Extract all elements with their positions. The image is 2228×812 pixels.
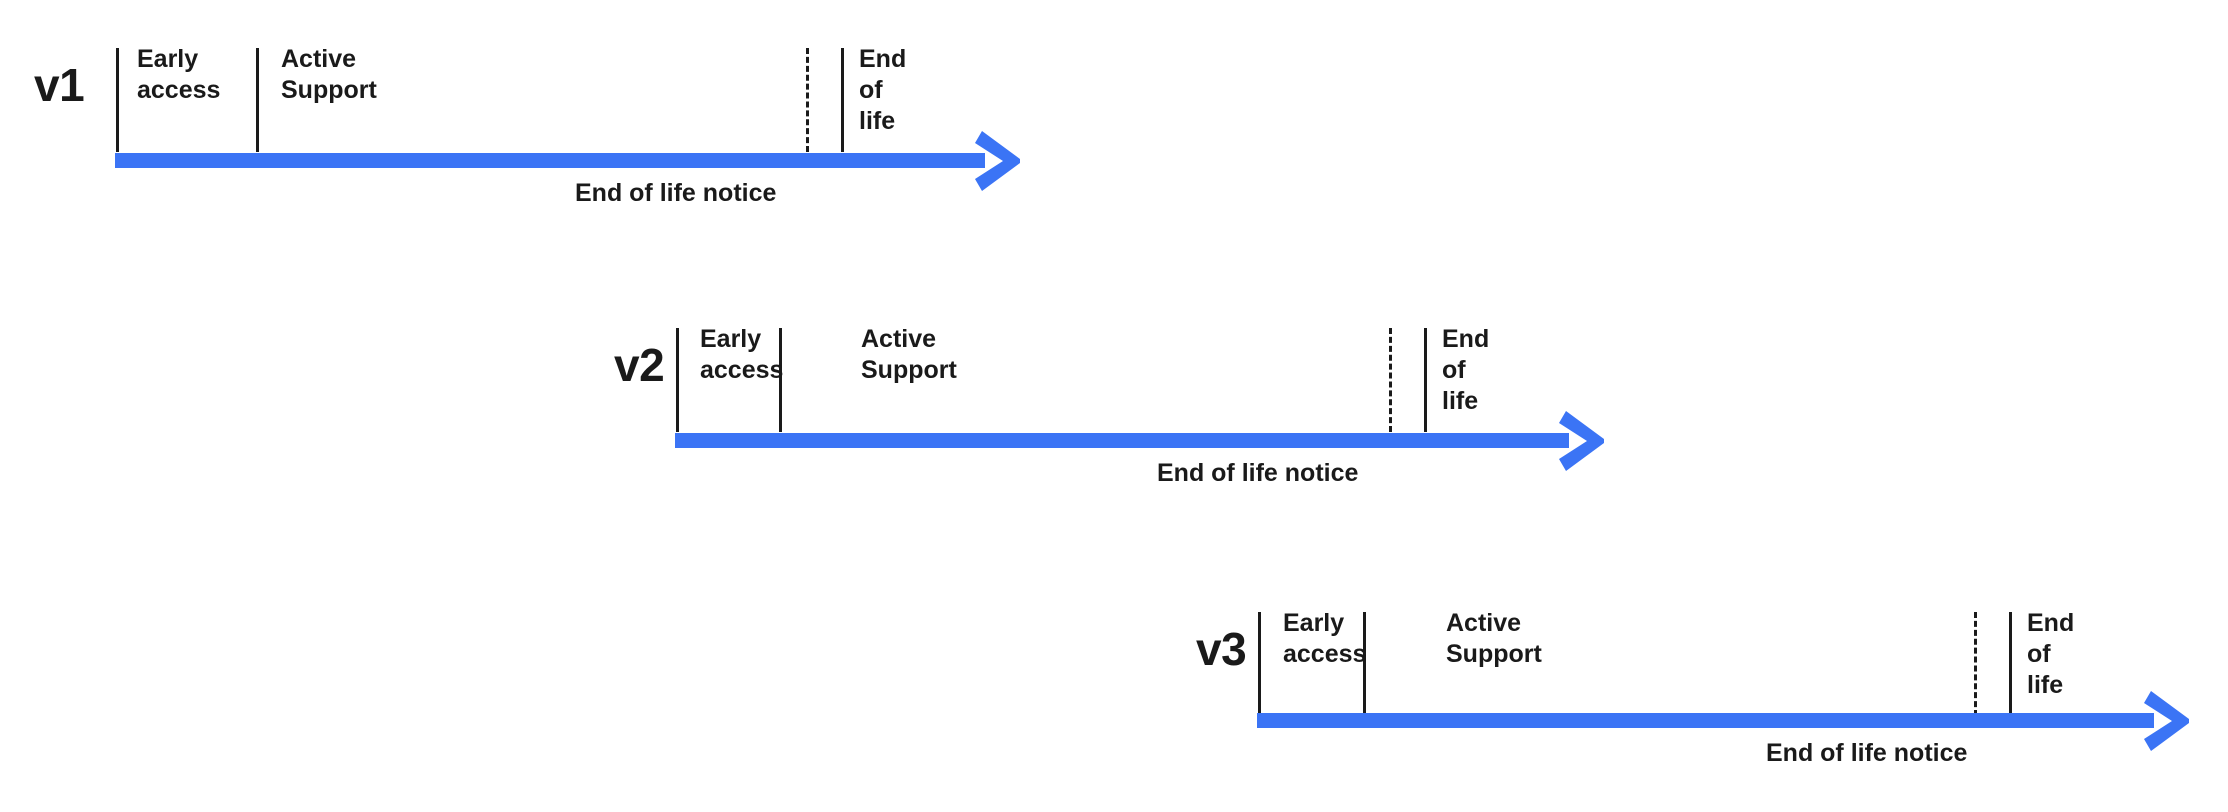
divider-end-of-life-notice-v2 (1389, 328, 1392, 432)
divider-end-of-life-start-v3 (2009, 612, 2012, 716)
phase-label-early-access-v3: Early access (1283, 609, 1367, 668)
phase-label-end-of-life-v1: End of life (859, 45, 907, 135)
divider-active-support-start-v3 (1363, 612, 1366, 716)
phase-label-end-of-life-v3: End of life (2027, 609, 2075, 699)
divider-end-of-life-notice-v1 (806, 48, 809, 152)
version-label-v3: v3 (1196, 623, 1247, 675)
phase-label-early-access-v2: Early access (700, 325, 784, 384)
divider-end-of-life-start-v2 (1424, 328, 1427, 432)
version-label-v1: v1 (34, 59, 85, 111)
divider-end-of-life-notice-v3 (1974, 612, 1977, 716)
divider-early-access-start-v2 (676, 328, 679, 432)
divider-active-support-start-v2 (779, 328, 782, 432)
notice-label-v1: End of life notice (575, 179, 777, 207)
version-label-v2: v2 (614, 339, 665, 391)
divider-active-support-start-v1 (256, 48, 259, 152)
divider-early-access-start-v1 (116, 48, 119, 152)
divider-end-of-life-start-v1 (841, 48, 844, 152)
phase-label-active-support-v2: Active Support (861, 325, 957, 384)
phase-label-active-support-v3: Active Support (1446, 609, 1542, 668)
notice-label-v3: End of life notice (1766, 739, 1968, 767)
lifeline-bar-v2 (675, 433, 1569, 448)
lifeline-bar-v1 (115, 153, 985, 168)
divider-early-access-start-v3 (1258, 612, 1261, 716)
lifeline-bar-v3 (1257, 713, 2154, 728)
phase-label-early-access-v1: Early access (137, 45, 221, 104)
phase-label-end-of-life-v2: End of life (1442, 325, 1490, 415)
phase-label-active-support-v1: Active Support (281, 45, 377, 104)
notice-label-v2: End of life notice (1157, 459, 1359, 487)
